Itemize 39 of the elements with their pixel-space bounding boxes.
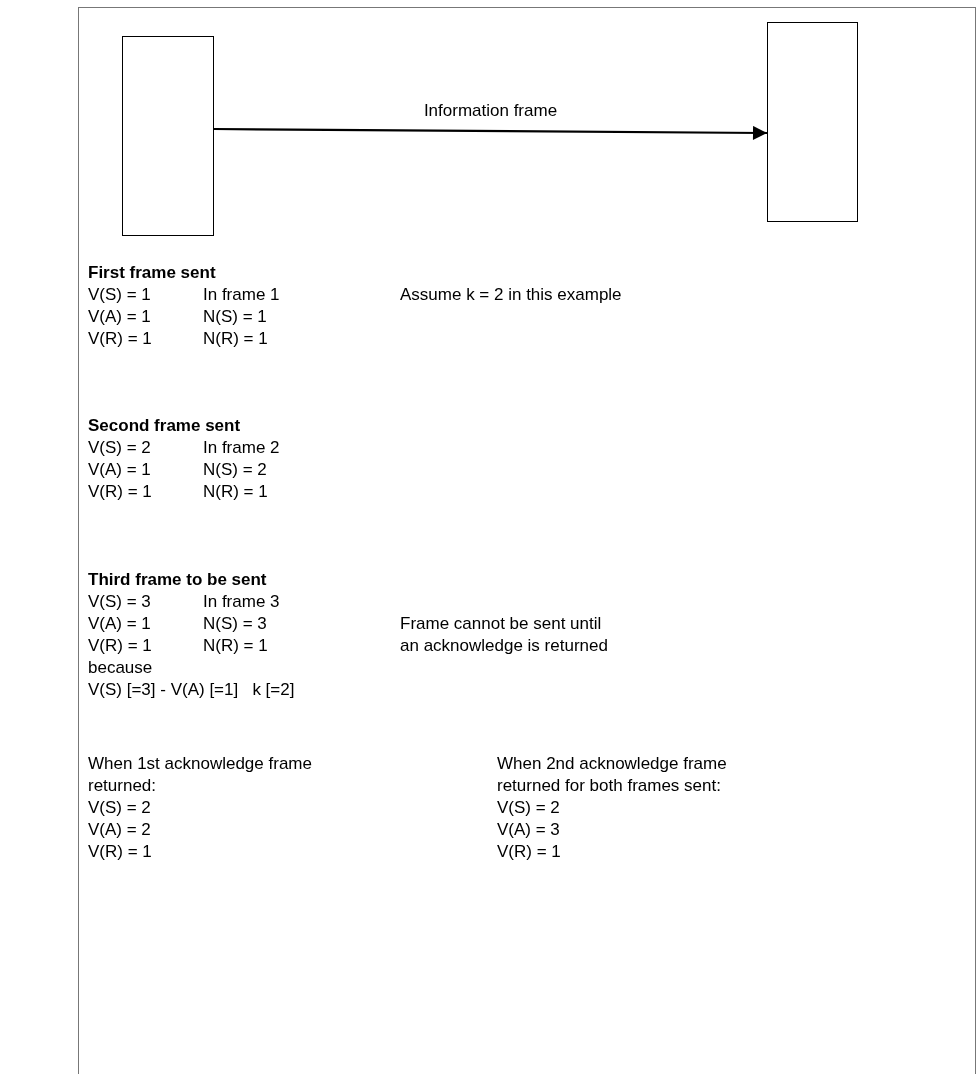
text-label: V(A) = 1 bbox=[88, 459, 151, 481]
text-label: V(R) = 1 bbox=[88, 841, 152, 863]
text-label: N(S) = 1 bbox=[203, 306, 267, 328]
text-label: N(S) = 2 bbox=[203, 459, 267, 481]
text-label: V(R) = 1 bbox=[88, 635, 152, 657]
text-label: N(S) = 3 bbox=[203, 613, 267, 635]
text-label: In frame 1 bbox=[203, 284, 280, 306]
arrow bbox=[214, 125, 767, 140]
text-label: V(S) = 3 bbox=[88, 591, 151, 613]
text-label: V(S) = 2 bbox=[88, 797, 151, 819]
text-label: When 2nd acknowledge frame bbox=[497, 753, 727, 775]
text-label: V(R) = 1 bbox=[497, 841, 561, 863]
section-heading: Third frame to be sent bbox=[88, 569, 267, 591]
text-label: N(R) = 1 bbox=[203, 328, 268, 350]
text-label: V(A) = 1 bbox=[88, 613, 151, 635]
text-label: V(A) = 1 bbox=[88, 306, 151, 328]
rectangle-node bbox=[767, 22, 858, 222]
text-label: V(S) = 2 bbox=[88, 437, 151, 459]
text-label: In frame 2 bbox=[203, 437, 280, 459]
text-label: Assume k = 2 in this example bbox=[400, 284, 622, 306]
text-label: N(R) = 1 bbox=[203, 481, 268, 503]
text-label: V(A) = 3 bbox=[497, 819, 560, 841]
rectangle-node bbox=[122, 36, 214, 236]
text-label: When 1st acknowledge frame bbox=[88, 753, 312, 775]
section-heading: First frame sent bbox=[88, 262, 216, 284]
text-label: because bbox=[88, 657, 153, 679]
section-heading: Second frame sent bbox=[88, 415, 241, 437]
text-label: V(R) = 1 bbox=[88, 481, 152, 503]
text-label: V(S) = 1 bbox=[88, 284, 151, 306]
text-label: Frame cannot be sent until bbox=[400, 613, 602, 635]
text-label: returned: bbox=[88, 775, 157, 797]
text-label: V(S) = 2 bbox=[497, 797, 560, 819]
text-label: In frame 3 bbox=[203, 591, 280, 613]
text-label: V(S) [=3] - V(A) [=1] k [=2] bbox=[88, 679, 295, 701]
text-label: returned for both frames sent: bbox=[497, 775, 721, 797]
text-label: an acknowledge is returned bbox=[400, 635, 608, 657]
text-label: V(A) = 2 bbox=[88, 819, 151, 841]
text-label: N(R) = 1 bbox=[203, 635, 268, 657]
text-label: V(R) = 1 bbox=[88, 328, 152, 350]
